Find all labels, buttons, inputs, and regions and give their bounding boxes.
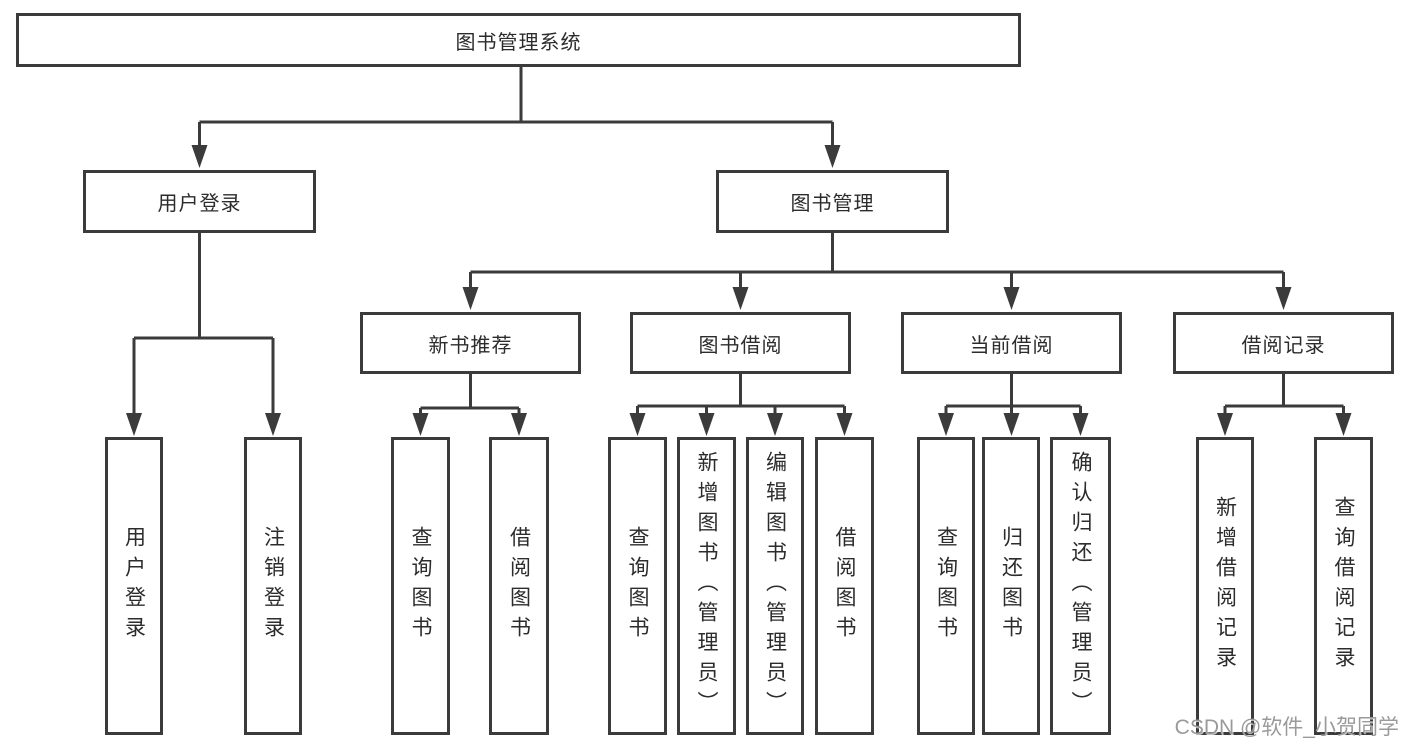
leaf-borrow-books: 借阅图书 (815, 437, 874, 735)
leaf-query-books-current: 查询图书 (917, 437, 975, 735)
node-book-borrow: 图书借阅 (630, 312, 851, 374)
leaf-query-borrow-record: 查询借阅记录 (1314, 437, 1373, 735)
node-new-book-recommend: 新书推荐 (360, 312, 581, 374)
csdn-watermark: CSDN @软件_小贺同学 (1174, 716, 1399, 739)
leaf-query-books-recommend: 查询图书 (391, 437, 450, 735)
leaf-add-borrow-record: 新增借阅记录 (1196, 437, 1254, 735)
leaf-user-login: 用户登录 (105, 437, 163, 735)
leaf-query-books-borrow: 查询图书 (608, 437, 667, 735)
node-root-system: 图书管理系统 (16, 13, 1021, 67)
node-user-login: 用户登录 (83, 170, 316, 233)
node-borrow-records: 借阅记录 (1173, 312, 1394, 374)
node-current-borrow: 当前借阅 (901, 312, 1122, 374)
node-book-management: 图书管理 (716, 170, 949, 233)
leaf-confirm-return-admin: 确认归还（管理员） (1050, 437, 1111, 735)
leaf-add-books-admin: 新增图书（管理员） (677, 437, 736, 735)
leaf-edit-books-admin: 编辑图书（管理员） (746, 437, 804, 735)
leaf-return-books: 归还图书 (982, 437, 1040, 735)
leaf-logout: 注销登录 (244, 437, 302, 735)
leaf-borrow-books-recommend: 借阅图书 (489, 437, 549, 735)
